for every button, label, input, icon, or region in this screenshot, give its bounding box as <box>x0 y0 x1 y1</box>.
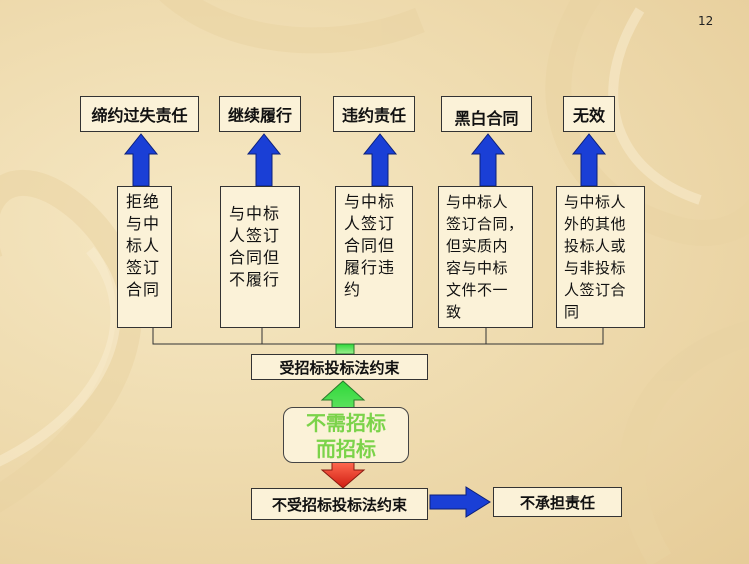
situation-inconsistent-content: 与中标人 签订合同， 但实质内 容与中标 文件不一 致 <box>438 186 533 328</box>
situation-line: 标人 <box>126 236 161 255</box>
situation-line: 但实质内 <box>446 237 509 255</box>
blue-up-arrow <box>571 133 607 187</box>
outcome-continue-performance: 继续履行 <box>219 96 301 132</box>
situation-line: 与中标 <box>229 204 281 223</box>
outcome-precontract-liability: 缔约过失责任 <box>80 96 199 132</box>
situation-line: 签订 <box>126 258 161 277</box>
middle-label-line: 而招标 <box>316 437 376 461</box>
outcome-label: 违约责任 <box>341 106 406 125</box>
not-constrained-by-bidding-law: 不受招标投标法约束 <box>251 488 428 520</box>
bidding-without-requirement: 不需招标 而招标 <box>283 407 409 463</box>
situation-line: 合同但 <box>229 248 281 267</box>
situation-line: 与中 <box>126 214 161 233</box>
situation-line: 同 <box>564 303 580 321</box>
constrained-label: 受招标投标法约束 <box>279 358 400 377</box>
green-stub <box>335 343 355 355</box>
outcome-label: 无效 <box>572 106 605 125</box>
situation-line: 合同但 <box>344 236 396 255</box>
situation-refuse-to-sign: 拒绝 与中 标人 签订 合同 <box>117 186 172 328</box>
situation-line: 人签订合 <box>564 281 627 299</box>
situation-line: 人签订 <box>229 226 281 245</box>
situation-line: 合同 <box>126 280 161 299</box>
page-number: 12 <box>698 14 714 28</box>
situation-other-bidders: 与中标人 外的其他 投标人或 与非投标 人签订合 同 <box>556 186 645 328</box>
situation-line: 约 <box>344 280 362 299</box>
situation-line: 履行违 <box>344 258 396 277</box>
situation-line: 与中标 <box>344 192 396 211</box>
blue-up-arrow <box>246 133 282 187</box>
outcome-invalid: 无效 <box>563 96 615 132</box>
situation-line: 文件不一 <box>446 281 509 299</box>
situation-line: 人签订 <box>344 214 396 233</box>
situation-line: 与中标人 <box>564 193 627 211</box>
situation-line: 外的其他 <box>564 215 627 233</box>
blue-up-arrow <box>470 133 506 187</box>
no-liability-label: 不承担责任 <box>519 493 595 512</box>
unconstrained-label: 不受招标投标法约束 <box>271 495 407 514</box>
blue-right-arrow <box>429 486 491 518</box>
situation-line: 不履行 <box>229 270 281 289</box>
middle-label-line: 不需招标 <box>306 411 386 435</box>
situation-line: 投标人或 <box>564 237 627 255</box>
outcome-label: 继续履行 <box>227 106 292 125</box>
situation-line: 与非投标 <box>564 259 627 277</box>
outcome-yin-yang-contract: 黑白合同 <box>441 96 532 132</box>
bracket-line <box>152 328 604 345</box>
situation-line: 拒绝 <box>126 192 161 211</box>
situation-not-performing: 与中标 人签订 合同但 不履行 <box>220 186 300 328</box>
constrained-by-bidding-law: 受招标投标法约束 <box>251 354 428 380</box>
no-liability: 不承担责任 <box>493 487 622 517</box>
situation-line: 容与中标 <box>446 259 509 277</box>
blue-up-arrow <box>123 133 159 187</box>
situation-breach: 与中标 人签订 合同但 履行违 约 <box>335 186 413 328</box>
situation-line: 签订合同， <box>446 215 524 233</box>
outcome-label: 黑白合同 <box>454 109 519 128</box>
situation-line: 致 <box>446 303 462 321</box>
red-down-arrow <box>320 461 366 489</box>
outcome-breach-liability: 违约责任 <box>333 96 415 132</box>
situation-line: 与中标人 <box>446 193 509 211</box>
outcome-label: 缔约过失责任 <box>91 106 188 125</box>
blue-up-arrow <box>362 133 398 187</box>
